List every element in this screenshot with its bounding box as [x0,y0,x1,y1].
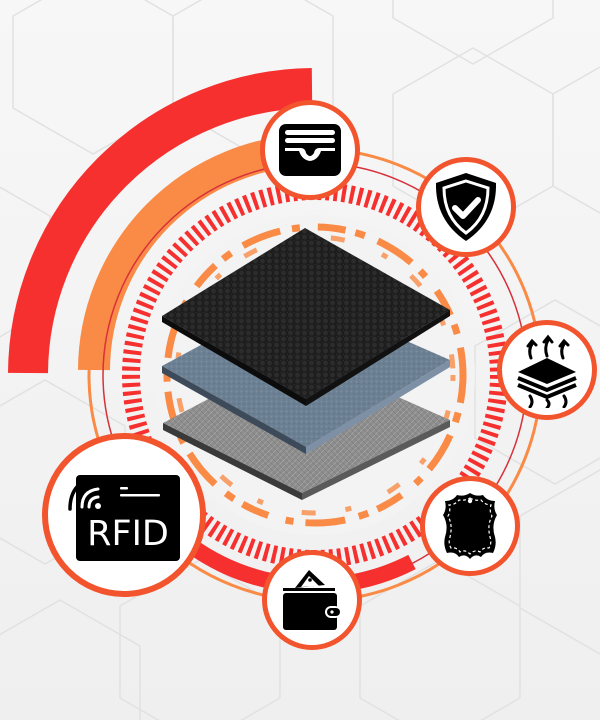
wallet-cash-icon [283,570,341,630]
rfid-card-icon: RFID [68,475,180,561]
breathable-layers-icon [517,334,577,408]
feature-wallet[interactable] [262,550,362,650]
outer-red-arc [8,68,313,374]
feature-genuine-leather[interactable] [420,476,520,576]
card-holder-icon [279,124,341,176]
feature-card-slots[interactable] [260,100,360,200]
shield-check-icon [435,173,497,241]
feature-breathable[interactable] [497,320,597,420]
top-pebbled-leather [162,228,450,406]
feature-rfid[interactable]: RFID [42,433,206,597]
rfid-label: RFID [87,514,169,554]
layered-material [162,228,450,500]
leather-hide-icon [443,493,497,559]
feature-protection[interactable] [416,157,516,257]
